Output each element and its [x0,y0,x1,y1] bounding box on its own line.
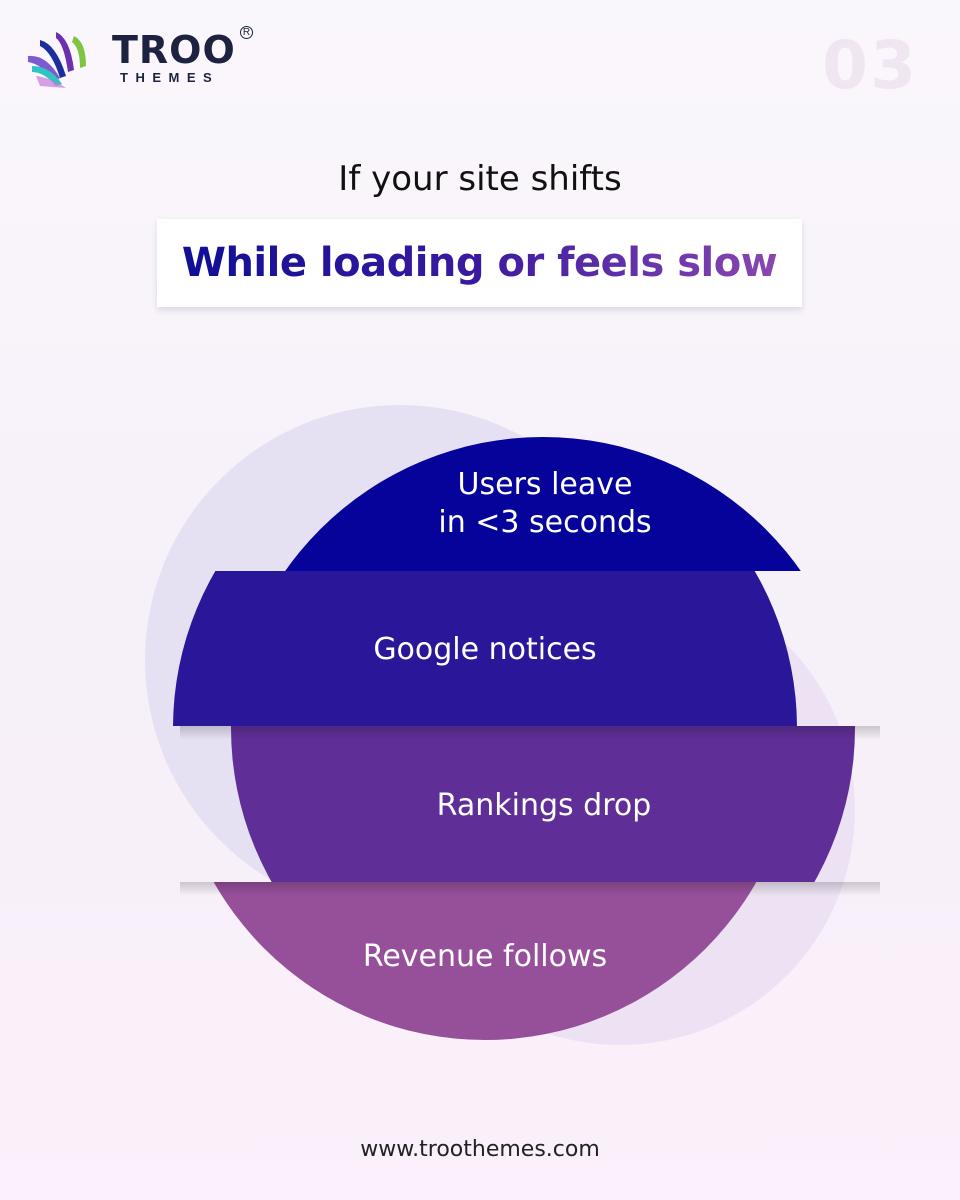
band-label-line-2: in <3 seconds [438,505,652,540]
brand-subtitle: THEMES [120,70,220,85]
website-link[interactable]: www.troothemes.com [360,1137,600,1162]
band-label-line-1: Users leave [457,467,633,502]
page-number: 03 [822,27,918,104]
brand-name: TROO [112,28,236,72]
band-users-leave [285,437,801,571]
subtitle: While loading or feels slow [181,240,778,286]
band-rankings-drop [180,726,880,882]
troo-themes-logo-icon [28,32,86,88]
band-label-google-notices: Google notices [373,632,597,667]
registered-mark: R [240,26,253,39]
brand-logo: TROO R THEMES [26,26,266,90]
subtitle-card: While loading or feels slow [157,219,802,307]
band-revenue-follows [180,882,880,1040]
band-label-rankings-drop: Rankings drop [436,788,652,823]
band-label-users-leave: Users leave in <3 seconds [395,466,695,542]
band-label-revenue-follows: Revenue follows [362,939,608,974]
page-title: If your site shifts [338,159,622,199]
band-google-notices [173,571,797,726]
